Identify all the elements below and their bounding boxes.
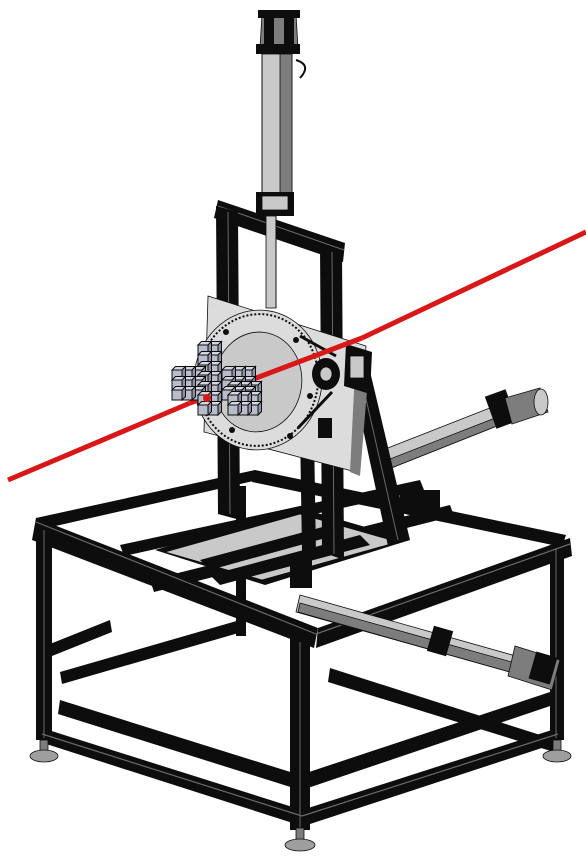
detector-module — [170, 385, 187, 402]
detector-module — [226, 400, 243, 417]
detector-array — [170, 340, 263, 417]
leveling-feet — [29, 739, 572, 852]
detector-module — [196, 400, 213, 417]
beam-line — [7, 229, 586, 483]
detector-module — [196, 350, 213, 367]
base-frame — [32, 470, 572, 830]
vertical-linear-actuator — [256, 10, 307, 309]
horizontal-actuator-upper — [369, 387, 549, 475]
beam-entrance — [203, 394, 211, 402]
horizontal-actuator-lower — [295, 594, 561, 691]
